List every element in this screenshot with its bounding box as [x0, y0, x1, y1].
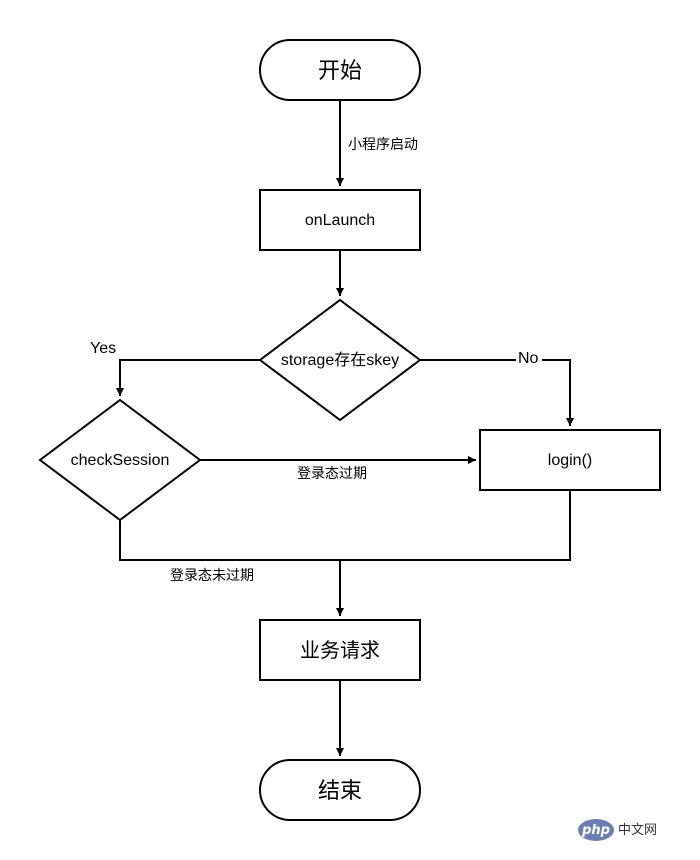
onlaunch-box — [259, 189, 421, 251]
php-watermark: php 中文网 — [578, 819, 657, 841]
login-box — [479, 429, 661, 491]
edge-yes-to-checksession — [116, 359, 260, 396]
business-request-box — [259, 619, 421, 681]
php-logo-icon — [578, 819, 614, 841]
login-label: login() — [548, 452, 592, 469]
session-valid-edge-label: 登录态未过期 — [170, 568, 254, 584]
edge-checksession-down — [119, 520, 340, 561]
checksession-decision-diamond — [38, 398, 202, 522]
watermark-badge-text: php — [581, 823, 610, 838]
watermark-text: 中文网 — [618, 823, 657, 838]
end-terminal — [259, 759, 421, 821]
start-label: 开始 — [318, 59, 362, 84]
no-label-background — [516, 348, 542, 366]
checksession-label: checkSession — [71, 452, 170, 469]
session-expired-edge-label: 登录态过期 — [297, 466, 367, 482]
yes-edge-label: Yes — [90, 340, 116, 357]
edge-login-down — [340, 490, 571, 561]
no-edge-label: No — [518, 350, 539, 367]
edge-no-to-login — [420, 359, 574, 426]
app-launch-edge-label: 小程序启动 — [348, 137, 418, 153]
onlaunch-label: onLaunch — [305, 212, 375, 229]
end-label: 结束 — [318, 779, 362, 804]
business-request-label: 业务请求 — [300, 638, 380, 662]
storage-decision-diamond — [258, 298, 422, 422]
storage-decision-label: storage存在skey — [281, 351, 399, 369]
start-terminal — [259, 39, 421, 101]
